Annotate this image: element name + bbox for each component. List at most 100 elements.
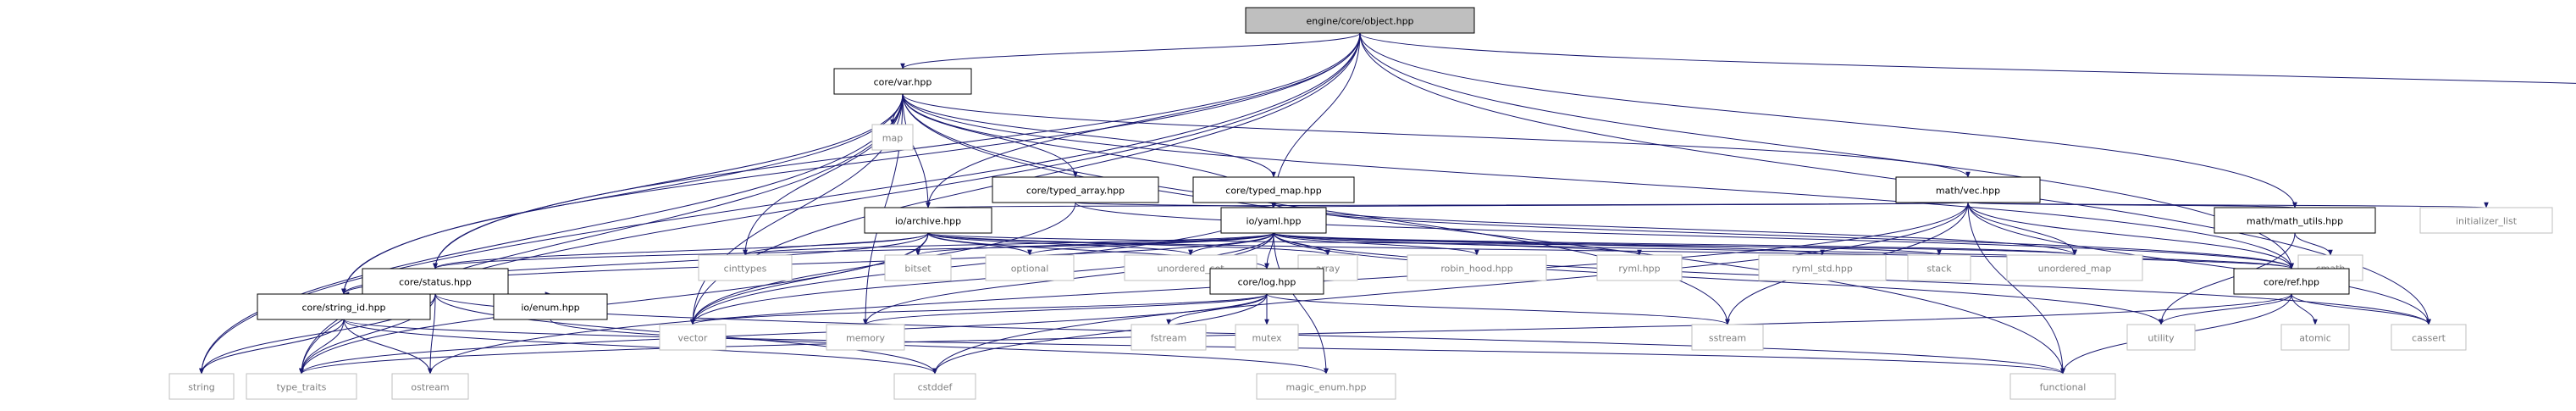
- node-label: math/math_utils.hpp: [2247, 216, 2343, 227]
- node-label: utility: [2148, 333, 2175, 344]
- edge-var-to-string_id: [341, 93, 904, 295]
- node-ref[interactable]: core/ref.hpp: [2233, 268, 2350, 295]
- node-cassert: cassert: [2391, 324, 2467, 351]
- node-label: fstream: [1151, 333, 1186, 344]
- node-box: [2009, 373, 2116, 400]
- node-box: [864, 207, 992, 234]
- node-yaml[interactable]: io/yaml.hpp: [1220, 207, 1327, 234]
- node-box: [1192, 176, 1355, 203]
- node-label: stack: [1926, 264, 1952, 275]
- edge-typed_array-to-vector: [690, 202, 1076, 325]
- edges-layer: [199, 32, 2576, 375]
- node-box: [2126, 324, 2196, 351]
- edge-yaml-to-magic_enum: [1273, 232, 1329, 375]
- node-initializer-list: initializer_list: [2419, 207, 2553, 234]
- node-var[interactable]: core/var.hpp: [833, 68, 972, 95]
- node-box: [257, 293, 431, 320]
- node-label: ryml.hpp: [1618, 264, 1660, 275]
- node-box: [1130, 324, 1207, 351]
- node-cinttypes: cinttypes: [698, 254, 793, 281]
- node-label: robin_hood.hpp: [1440, 264, 1512, 275]
- edge-vec-to-archive: [927, 202, 1969, 208]
- node-root[interactable]: engine/core/object.hpp: [1245, 7, 1475, 34]
- node-typed-map[interactable]: core/typed_map.hpp: [1192, 176, 1355, 203]
- edge-root-to-cassert: [1359, 32, 2431, 325]
- edge-log-to-cstddef: [932, 293, 1268, 375]
- node-label: magic_enum.hpp: [1286, 382, 1367, 393]
- edge-var-to-typed_map: [902, 93, 1276, 178]
- edge-string_id-to-string: [199, 319, 345, 375]
- node-label: core/string_id.hpp: [301, 303, 385, 314]
- node-label: atomic: [2299, 333, 2331, 344]
- edge-yaml-to-status: [433, 232, 1274, 269]
- edge-var-to-archive: [902, 93, 931, 208]
- edge-vec-to-ref: [1967, 202, 2294, 269]
- node-vector: vector: [659, 324, 727, 351]
- edge-archive-to-unordered_map: [927, 232, 2077, 256]
- edge-vec-to-cstddef: [932, 202, 1969, 375]
- node-label: cinttypes: [724, 264, 767, 275]
- node-box: [871, 124, 914, 151]
- edge-typed_map-to-ref: [1273, 202, 2294, 269]
- edge-var-to-type_traits: [299, 93, 904, 375]
- node-ostream: ostream: [391, 373, 469, 400]
- edge-typed_array-to-ref: [1075, 202, 2294, 269]
- edge-log-to-fstream: [1166, 293, 1268, 325]
- edge-vec-to-ostream: [428, 202, 1969, 375]
- node-box: [2391, 324, 2467, 351]
- node-string: string: [169, 373, 235, 400]
- edge-yaml-to-unordered_set: [1188, 232, 1274, 256]
- edge-yaml-to-stack: [1273, 232, 1942, 256]
- node-label: core/status.hpp: [399, 277, 472, 288]
- node-utility: utility: [2126, 324, 2196, 351]
- node-vec[interactable]: math/vec.hpp: [1895, 176, 2041, 203]
- node-label: core/typed_map.hpp: [1225, 186, 1321, 197]
- node-ryml: ryml.hpp: [1596, 254, 1683, 281]
- edge-var-to-status: [433, 93, 904, 269]
- node-stack: stack: [1907, 254, 1971, 281]
- node-memory: memory: [826, 324, 905, 351]
- edge-yaml-to-cinttypes: [743, 232, 1274, 256]
- edge-typed_array-to-yaml: [1075, 202, 1276, 208]
- node-box: [1235, 324, 1299, 351]
- node-atomic: atomic: [2280, 324, 2350, 351]
- edge-yaml-to-optional: [1027, 232, 1274, 256]
- node-box: [1245, 7, 1475, 34]
- node-box: [2214, 207, 2376, 234]
- node-typed-array[interactable]: core/typed_array.hpp: [992, 176, 1159, 203]
- node-label: sstream: [1709, 333, 1746, 344]
- node-box: [884, 254, 952, 281]
- node-box: [493, 293, 608, 320]
- edge-vec-to-math_utils: [1967, 202, 2297, 208]
- edge-yaml-to-utility: [1273, 232, 2164, 325]
- node-box: [659, 324, 727, 351]
- node-label: ostream: [411, 382, 449, 393]
- node-enum[interactable]: io/enum.hpp: [493, 293, 608, 320]
- node-label: bitset: [904, 264, 931, 275]
- node-box: [169, 373, 235, 400]
- node-string-id[interactable]: core/string_id.hpp: [257, 293, 431, 320]
- edge-log-to-memory: [863, 293, 1268, 325]
- edge-archive-to-unordered_set: [927, 232, 1193, 256]
- node-box: [833, 68, 972, 95]
- node-sstream: sstream: [1691, 324, 1764, 351]
- node-type-traits: type_traits: [246, 373, 357, 400]
- node-status[interactable]: core/status.hpp: [362, 268, 509, 295]
- edge-archive-to-status: [433, 232, 929, 269]
- node-label: string: [188, 382, 215, 393]
- node-fstream: fstream: [1130, 324, 1207, 351]
- edge-math_utils-to-utility: [2159, 232, 2296, 325]
- edge-string_id-to-type_traits: [299, 319, 345, 375]
- node-label: functional: [2040, 382, 2087, 393]
- node-log[interactable]: core/log.hpp: [1209, 268, 1324, 295]
- edge-root-to-ref: [1359, 32, 2294, 269]
- node-mutex: mutex: [1235, 324, 1299, 351]
- edge-string_id-to-cstddef: [343, 319, 937, 375]
- node-magic-enum: magic_enum.hpp: [1256, 373, 1396, 400]
- node-robin-hood: robin_hood.hpp: [1407, 254, 1547, 281]
- node-math-utils[interactable]: math/math_utils.hpp: [2214, 207, 2376, 234]
- edge-vec-to-unordered_map: [1967, 202, 2077, 256]
- edge-vec-to-functional: [1967, 202, 2065, 375]
- node-archive[interactable]: io/archive.hpp: [864, 207, 992, 234]
